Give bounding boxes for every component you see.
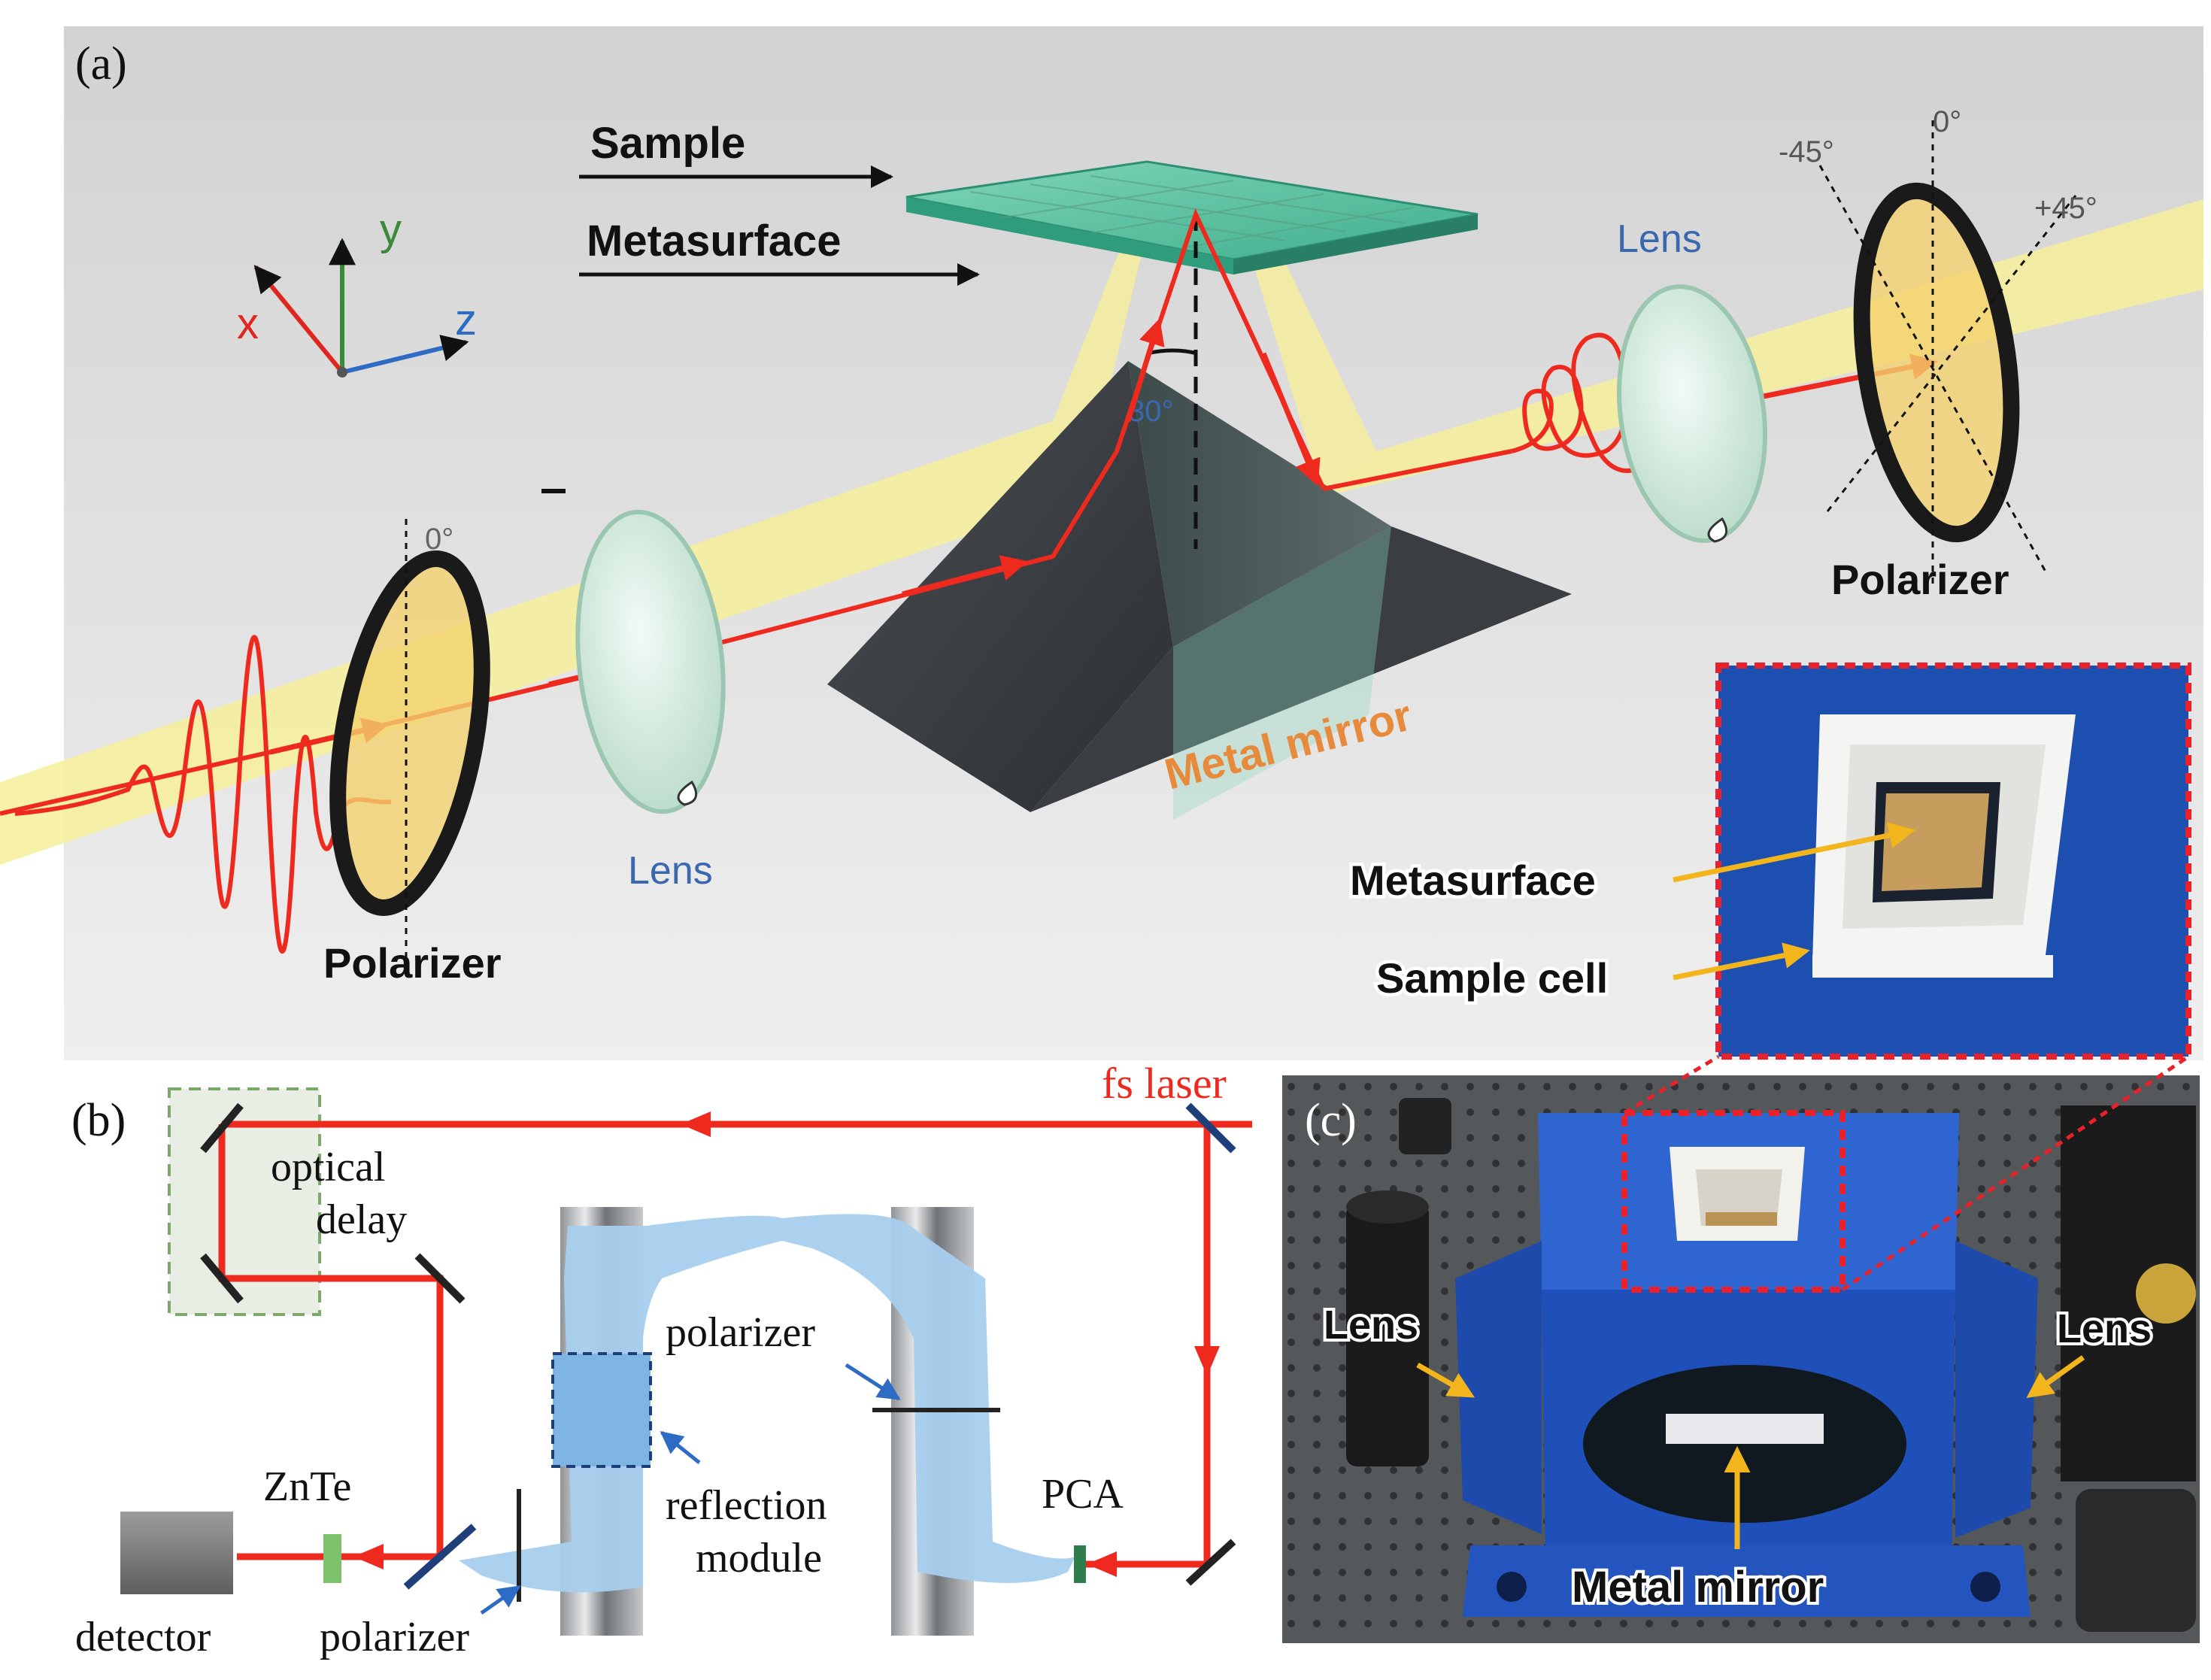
mirror-fs-top — [1185, 1102, 1236, 1154]
polarizer-bottom-arrow — [480, 1584, 521, 1615]
optical-delay-label-2: delay — [316, 1196, 407, 1243]
reflection-label-1: reflection — [666, 1482, 827, 1529]
lens-right — [1616, 284, 1768, 543]
mount-screw-2 — [1970, 1572, 2000, 1602]
polarizer-left-angle: 0° — [425, 523, 453, 556]
znte-crystal — [323, 1534, 341, 1583]
zoom-line-right — [1841, 1054, 2190, 1292]
axis-y-label: y — [380, 205, 402, 254]
reflection-arrow — [660, 1431, 701, 1464]
polarizer-right-label: Polarizer — [1831, 556, 2009, 603]
sample-chip-photo — [1706, 1212, 1777, 1226]
pca-element — [1074, 1545, 1086, 1583]
metal-mirror-left-face — [827, 361, 1173, 812]
gold-component — [2136, 1263, 2196, 1324]
pca-label: PCA — [1042, 1471, 1124, 1518]
metal-mirror-glow — [1173, 526, 1391, 820]
inset-sample-cell-arrow — [1673, 942, 1810, 981]
polarizer-left — [329, 519, 490, 959]
panel-a: 30° 0° Polarizer Lens Len — [0, 26, 2203, 1060]
thz-pulse — [14, 635, 392, 954]
metal-mirror-photo — [1666, 1414, 1824, 1444]
polarizer-top-label: polarizer — [666, 1309, 815, 1356]
lens-right-label: Lens — [1617, 217, 1702, 261]
mirror-pca — [1185, 1539, 1236, 1586]
knob-top — [1399, 1098, 1451, 1154]
mirror-delay-top — [200, 1102, 244, 1154]
photo-highlight-box — [1621, 1110, 1846, 1293]
polarizer-bottom-label: polarizer — [320, 1614, 469, 1660]
panel-c: (c) Lens Lens Metal mirror — [1282, 1054, 2200, 1643]
laser-arrow-mirror-down — [1260, 352, 1321, 487]
fs-laser-label: fs laser — [1102, 1059, 1227, 1108]
photo-metal-mirror-label: Metal mirror — [1572, 1563, 1824, 1612]
znte-label: ZnTe — [263, 1463, 351, 1510]
metasurface-label: Metasurface — [587, 217, 841, 265]
polarizer-right-angle-minus45: -45° — [1779, 135, 1834, 168]
mount-base — [1463, 1545, 2031, 1617]
metasurface-plate-edge — [906, 197, 1233, 274]
detector — [120, 1512, 233, 1594]
thz-beam — [459, 1214, 1075, 1593]
panel-b: (b) optical delay — [71, 1059, 1252, 1660]
reflection-label-2: module — [696, 1535, 822, 1581]
polarizer-left-label: Polarizer — [323, 939, 502, 987]
lens-left — [575, 509, 726, 814]
photo-lens-left-arrow — [1416, 1362, 1476, 1398]
mirror-beamsplitter — [403, 1524, 477, 1590]
dial-right — [2076, 1489, 2196, 1632]
coordinate-axes — [253, 238, 469, 378]
metasurface-plate-edge-right — [1233, 214, 1478, 274]
mount-right-wing — [1955, 1241, 2038, 1538]
metal-mirror-front-face — [1030, 526, 1572, 812]
mount-left-wing — [1455, 1241, 1542, 1534]
sample-cell-inset — [1715, 663, 2191, 1060]
laser-path-output — [1323, 449, 1512, 491]
axis-z-label: z — [455, 296, 477, 344]
panel-c-label: (c) — [1305, 1095, 1357, 1146]
laser-arrow-mid — [902, 555, 1028, 597]
polarizer-right — [1818, 120, 2077, 587]
inset-sample-cell-label: Sample cell — [1376, 954, 1608, 1002]
fs-laser-arrowhead-top — [681, 1111, 711, 1137]
polarizer-top-arrow — [845, 1363, 901, 1401]
detector-label: detector — [75, 1614, 211, 1660]
fs-laser-arrowhead-down — [1194, 1346, 1220, 1376]
photo-lens-right-label: Lens — [2057, 1306, 2152, 1351]
axis-x-label: x — [237, 299, 259, 348]
panel-b-label: (b) — [71, 1095, 126, 1146]
reflection-module-box — [551, 1352, 652, 1468]
fs-laser-arrowhead-pca — [1087, 1551, 1117, 1577]
inset-metasurface-label: Metasurface — [1350, 857, 1596, 904]
post-holder-left-top — [1346, 1190, 1429, 1224]
sample-cell-photo-inner — [1696, 1169, 1782, 1226]
mount-screw-1 — [1497, 1572, 1527, 1602]
polarizer-right-angle-zero: 0° — [1933, 105, 1961, 138]
laser-arrow-mirror-up — [1125, 318, 1165, 423]
metasurface-chip — [1882, 793, 1989, 891]
mirror-delay-bottom — [200, 1253, 244, 1304]
panel-a-label: (a) — [75, 38, 127, 89]
mirror-delay-out — [414, 1253, 466, 1304]
zoom-line-left — [1623, 1054, 1720, 1115]
beam-down — [1248, 248, 1376, 496]
laser-helix — [1511, 332, 1674, 473]
photo-lens-right-arrow — [2026, 1355, 2085, 1399]
post-holder-left — [1346, 1203, 1429, 1466]
lens-left-label: Lens — [628, 849, 713, 893]
sample-label: Sample — [590, 119, 745, 168]
photo-lens-left-label: Lens — [1324, 1302, 1418, 1348]
inset-metasurface-arrow — [1673, 822, 1915, 883]
polarizer-right-angle-plus45: +45° — [2034, 192, 2097, 225]
detector-arrowhead — [353, 1544, 384, 1569]
stray-mark — [541, 489, 566, 493]
optical-delay-label-1: optical — [271, 1144, 385, 1190]
metasurface-texture — [969, 175, 1415, 249]
